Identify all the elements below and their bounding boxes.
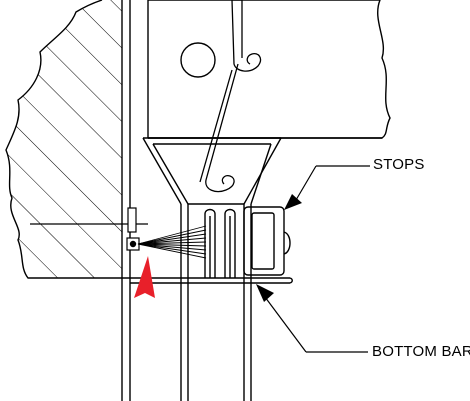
- stop-block-outer: [243, 206, 285, 276]
- photo-eye-beam: [137, 225, 207, 259]
- frame-verticals: [121, 0, 252, 401]
- hanger-link: [199, 0, 262, 193]
- stops-label: STOPS: [373, 156, 425, 173]
- stop-block-inner: [251, 212, 275, 270]
- wall-break-edge: [5, 0, 122, 279]
- stop-knob: [283, 231, 291, 255]
- upper-housing: [148, 0, 391, 139]
- red-indicator-arrow: [134, 256, 155, 298]
- bottom-bar-leader: [256, 284, 368, 353]
- pivot-hole: [180, 42, 216, 78]
- bottom-bar-profile: [204, 208, 216, 278]
- wall-section: [5, 0, 122, 279]
- bottom-bar-label: BOTTOM BAR: [372, 343, 470, 360]
- guide-funnel: [142, 137, 282, 205]
- stops-leader: [284, 165, 370, 210]
